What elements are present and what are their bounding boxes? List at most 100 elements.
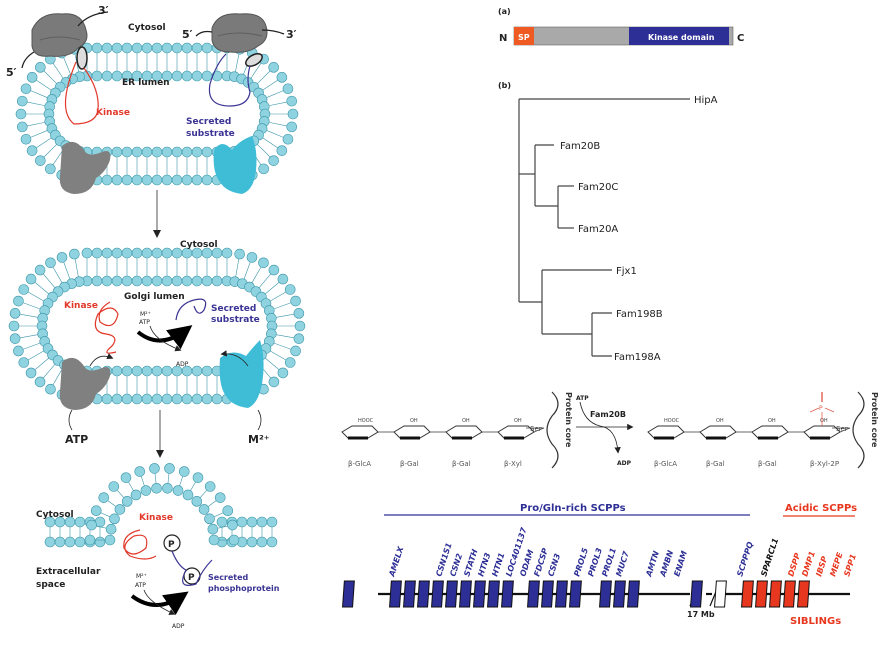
lipid-head [74,516,86,528]
five-prime-right: 5′ [182,28,193,41]
lipid-head [204,513,215,525]
vesicle-membrane [44,463,278,548]
golgi-lumen-label: Golgi lumen [124,292,185,302]
lipid-tail [43,144,57,158]
lipid-head [151,275,163,287]
protein-core-curve [852,391,865,469]
lipid-head [69,248,80,260]
substrate-chain-golgi [175,298,207,321]
lipid-head [277,367,289,379]
lipid-tail [262,79,278,91]
kinase-release-arrow [89,353,114,367]
gene-prol5 [527,580,540,608]
lipid-head [258,257,269,269]
lipid-head [131,146,143,158]
golgi-cytosol-label: Cytosol [180,240,218,250]
lipid-head [222,505,234,517]
kinase-chain-secretion [123,529,157,560]
lipid-head [151,42,163,54]
signal-peptide-label: SP [518,33,530,42]
lipid-tail [36,137,52,149]
lipid-head [64,536,76,548]
lipid-head [15,108,27,120]
lipid-head [181,393,193,405]
lipid-head [9,333,21,344]
tree-leaf-fjx1: Fjx1 [616,266,637,277]
er-cytosol-label: Cytosol [128,23,166,33]
lipid-tail [52,369,63,386]
lipid-head [109,513,120,525]
lipid-head [151,482,162,494]
lipid-tail [250,63,262,79]
lipid-head [141,42,153,54]
lipid-tail [52,266,63,283]
gene-label-ibsp: IBSP [814,555,829,578]
lipid-head [13,295,24,307]
reaction-atp-label: ATP [576,395,589,402]
lipid-head [16,95,28,107]
lipid-tail [257,144,271,158]
lipid-tail [100,512,111,518]
lipid-head [151,174,163,186]
lipid-tail [22,342,41,350]
er-substrate-label-2: substrate [186,129,235,139]
lipid-head [171,393,183,405]
gene-dspp [741,580,754,608]
secretion-metal-label: M²⁺ [136,573,147,580]
lipid-tail [270,350,287,361]
lipid-tail [63,57,71,75]
hydroxyl-label: OH [716,418,724,424]
sugar-label: β-Gal [452,460,471,468]
lipid-head [101,70,113,82]
lipid-head [101,247,113,259]
gene-dmp1 [755,580,768,608]
gene-spp1 [797,580,810,608]
gene-label-muc7: MUC7 [614,550,631,578]
lipid-head [284,357,296,368]
lipid-tail [36,79,52,91]
gene-ibsp [769,580,782,608]
sugar-ring [699,425,737,439]
acidic-title: Acidic SCPPs [785,503,857,514]
hydroxyl-label: OH [820,418,828,424]
lipid-head [121,42,133,54]
phosphoprotein-chain [171,550,213,586]
lipid-head [34,264,46,276]
substrate-chain-er [208,53,251,107]
lipid-tail [154,473,157,484]
metal-line [257,409,262,431]
lipid-head [111,247,123,259]
lipid-tail [243,261,251,280]
lipid-head [198,504,210,515]
er-lumen-label: ER lumen [122,78,170,88]
lipid-head [207,523,219,535]
lipid-head [171,70,183,82]
secretion-kinase-label: Kinase [139,513,173,523]
lipid-head [121,496,133,507]
sugar-label: β-GlcA [348,460,371,468]
lipid-head [276,72,288,83]
lipid-head [161,174,173,186]
lipid-head [140,485,152,496]
lipid-tail [276,313,295,318]
gene-muc7 [569,580,582,608]
lipid-head [151,247,163,259]
lipid-head [171,174,183,186]
lipid-head [121,365,133,377]
lipid-head [268,376,280,388]
gene-htn3 [431,580,444,608]
lipid-head [191,365,203,377]
gene-enam [627,580,640,608]
pro-gln-title: Pro/Gln-rich SCPPs [520,503,626,514]
lipid-head [20,83,32,95]
lipid-head [91,70,103,82]
lipid-tail [235,258,240,277]
extracellular-label-2: space [36,580,65,590]
sugar-ring [393,425,431,439]
lipid-tail [262,137,278,149]
protein-core-curve [546,391,559,469]
lipid-tail [273,342,292,350]
lipid-head [141,174,153,186]
lipid-head [191,174,203,186]
